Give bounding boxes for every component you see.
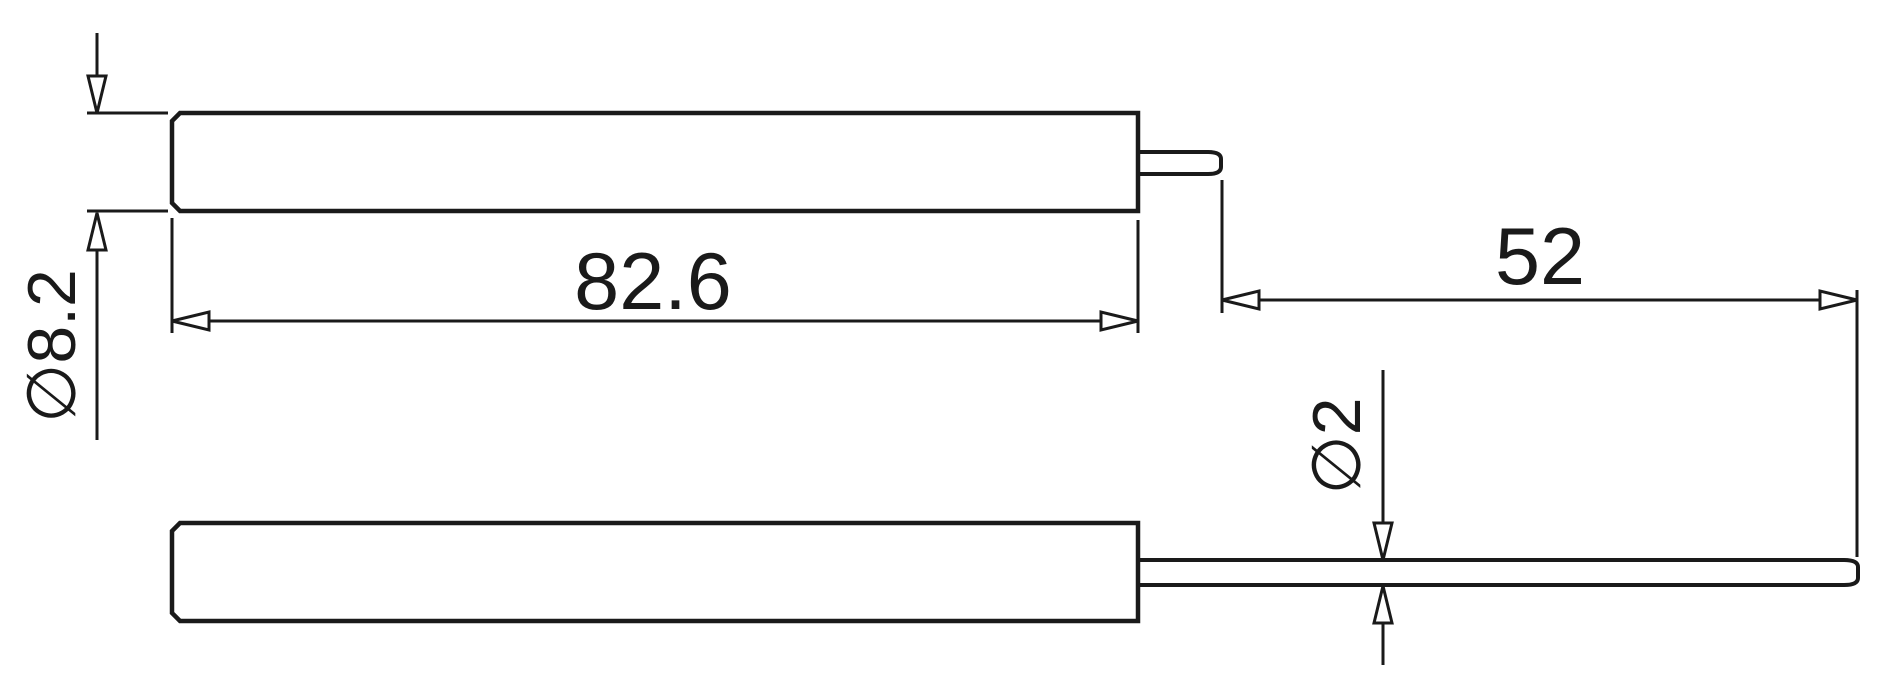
dim-lead-length: [1220, 180, 1859, 557]
arrowhead-right-icon: [1818, 289, 1858, 311]
bottom-view: [169, 520, 1860, 624]
arrowhead-up-icon: [1372, 585, 1394, 625]
arrowhead-down-icon: [86, 74, 108, 114]
arrowhead-right-icon: [1099, 310, 1139, 332]
dim-label-body-length: 82.6: [574, 237, 732, 327]
dim-body-diameter: [86, 33, 168, 440]
body-outline-bottom-view: [169, 520, 1141, 624]
lead-wire-outline: [1139, 558, 1860, 587]
lead-stub-outline: [1139, 150, 1223, 176]
dim-body-length: [170, 218, 1140, 333]
dim-lead-diameter: [1372, 370, 1394, 665]
dim-label-body-diameter: ∅8.2: [14, 269, 90, 423]
arrowhead-left-icon: [1221, 289, 1261, 311]
arrowhead-left-icon: [171, 310, 211, 332]
dim-label-lead-diameter: ∅2: [1299, 397, 1375, 495]
dim-label-lead-length: 52: [1494, 212, 1586, 302]
arrowhead-up-icon: [86, 212, 108, 252]
body-outline-top-view: [169, 110, 1141, 214]
arrowhead-down-icon: [1372, 521, 1394, 561]
top-view: [169, 110, 1223, 214]
